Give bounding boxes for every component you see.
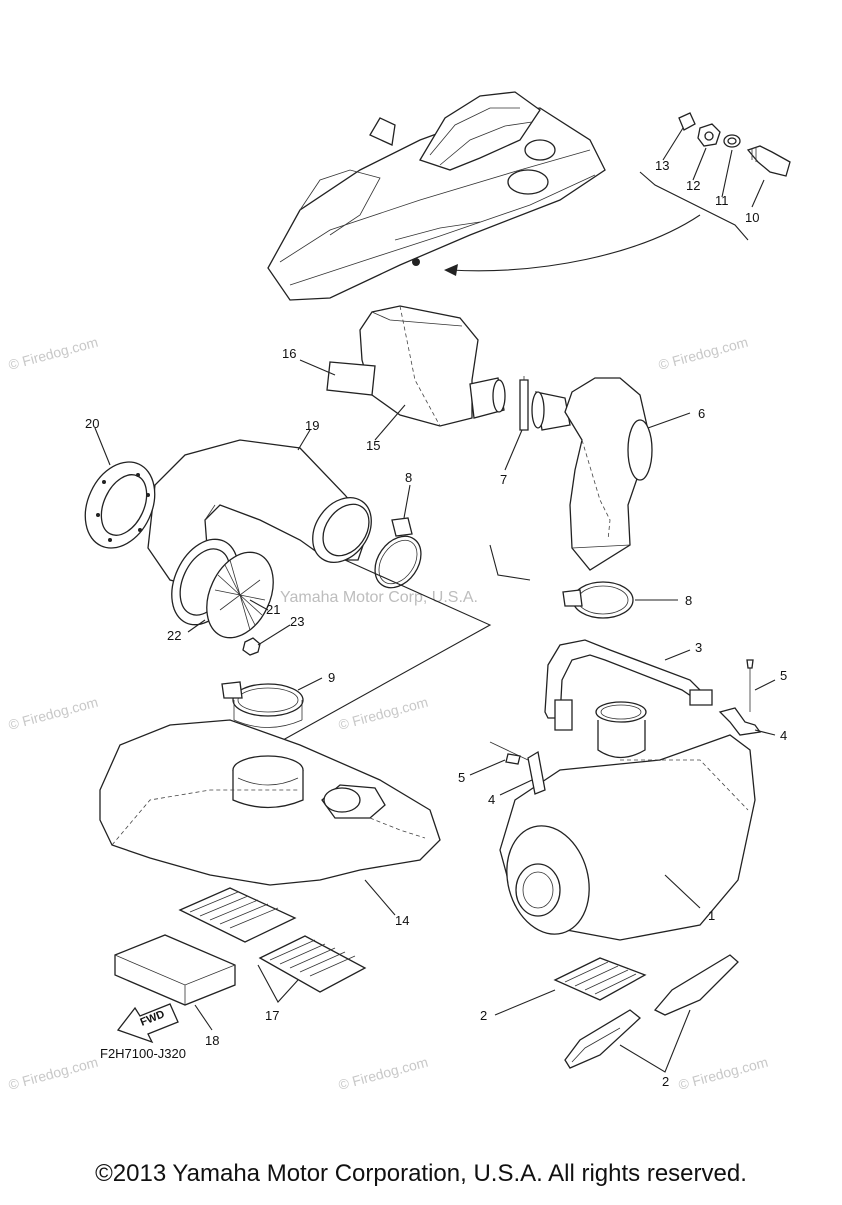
connector-line [264,559,492,751]
clamp-8-lower [562,581,634,619]
label-16 [326,361,376,396]
center-watermark: Yamaha Motor Corp, U.S.A. [280,589,478,606]
callout-22: 22 [167,628,181,643]
callout-8: 8 [405,470,412,485]
callout-16: 16 [282,346,296,361]
watermark: © Firedog.com [337,694,430,733]
callout-12: 12 [686,178,700,193]
watermark: © Firedog.com [337,1054,430,1093]
callout-1: 1 [708,908,715,923]
clamp-8-upper [374,517,422,589]
callout-10: 10 [745,210,759,225]
foam-18 [114,934,236,1006]
callout-3: 3 [695,640,702,655]
muffler-1 [499,701,756,941]
leader-lines [94,127,776,1073]
callout-19: 19 [305,418,319,433]
callout-2: 2 [662,1074,669,1089]
callout-4: 4 [780,728,787,743]
callout-5: 5 [780,668,787,683]
callout-4: 4 [488,792,495,807]
hose-clamp-7 [519,376,571,431]
nut-23 [242,637,261,656]
rivet-5-left [489,741,529,761]
callout-18: 18 [205,1033,219,1048]
diagram-code: F2H7100-J320 [100,1046,186,1061]
drain-plug-bracket [639,171,749,241]
plate-21 [206,551,274,639]
watermark: © Firedog.com [677,1054,770,1093]
callout-6: 6 [698,406,705,421]
callout-17: 17 [265,1008,279,1023]
watermark: © Firedog.com [657,334,750,373]
pad-17 [178,887,367,993]
fwd-arrow: FWD [116,1003,179,1044]
connector-line [489,544,531,581]
intake-duct-15 [359,305,506,427]
callout-20: 20 [85,416,99,431]
pads-2 [553,954,739,1069]
bracket-4-right [718,707,762,736]
callout-5: 5 [458,770,465,785]
callout-7: 7 [500,472,507,487]
callout-8: 8 [685,593,692,608]
rivet-5-right [747,661,753,712]
callout-13: 13 [655,158,669,173]
copyright-notice: ©2013 Yamaha Motor Corporation, U.S.A. A… [95,1160,747,1187]
callouts: 1 2 2 2 3 4 4 5 5 6 7 8 8 9 10 11 12 13 … [85,158,787,1089]
callout-2: 2 [480,1008,487,1023]
watercraft-illustration [267,91,606,301]
drain-plug-arrow [449,214,701,272]
callout-15: 15 [366,438,380,453]
drain-plug-parts [678,112,791,177]
callout-21: 21 [266,602,280,617]
flange-20 [84,461,156,549]
watermark: © Firedog.com [7,694,100,733]
callout-23: 23 [290,614,304,629]
watermark: © Firedog.com [7,1054,100,1093]
strap-3 [544,639,713,731]
clamp-9 [221,681,304,728]
callout-14: 14 [395,913,409,928]
water-box-14 [99,719,441,886]
bracket-4-left [527,750,546,795]
callout-9: 9 [328,670,335,685]
watermark: © Firedog.com [7,334,100,373]
intake-hose-6 [564,377,653,571]
callout-11: 11 [715,193,729,208]
